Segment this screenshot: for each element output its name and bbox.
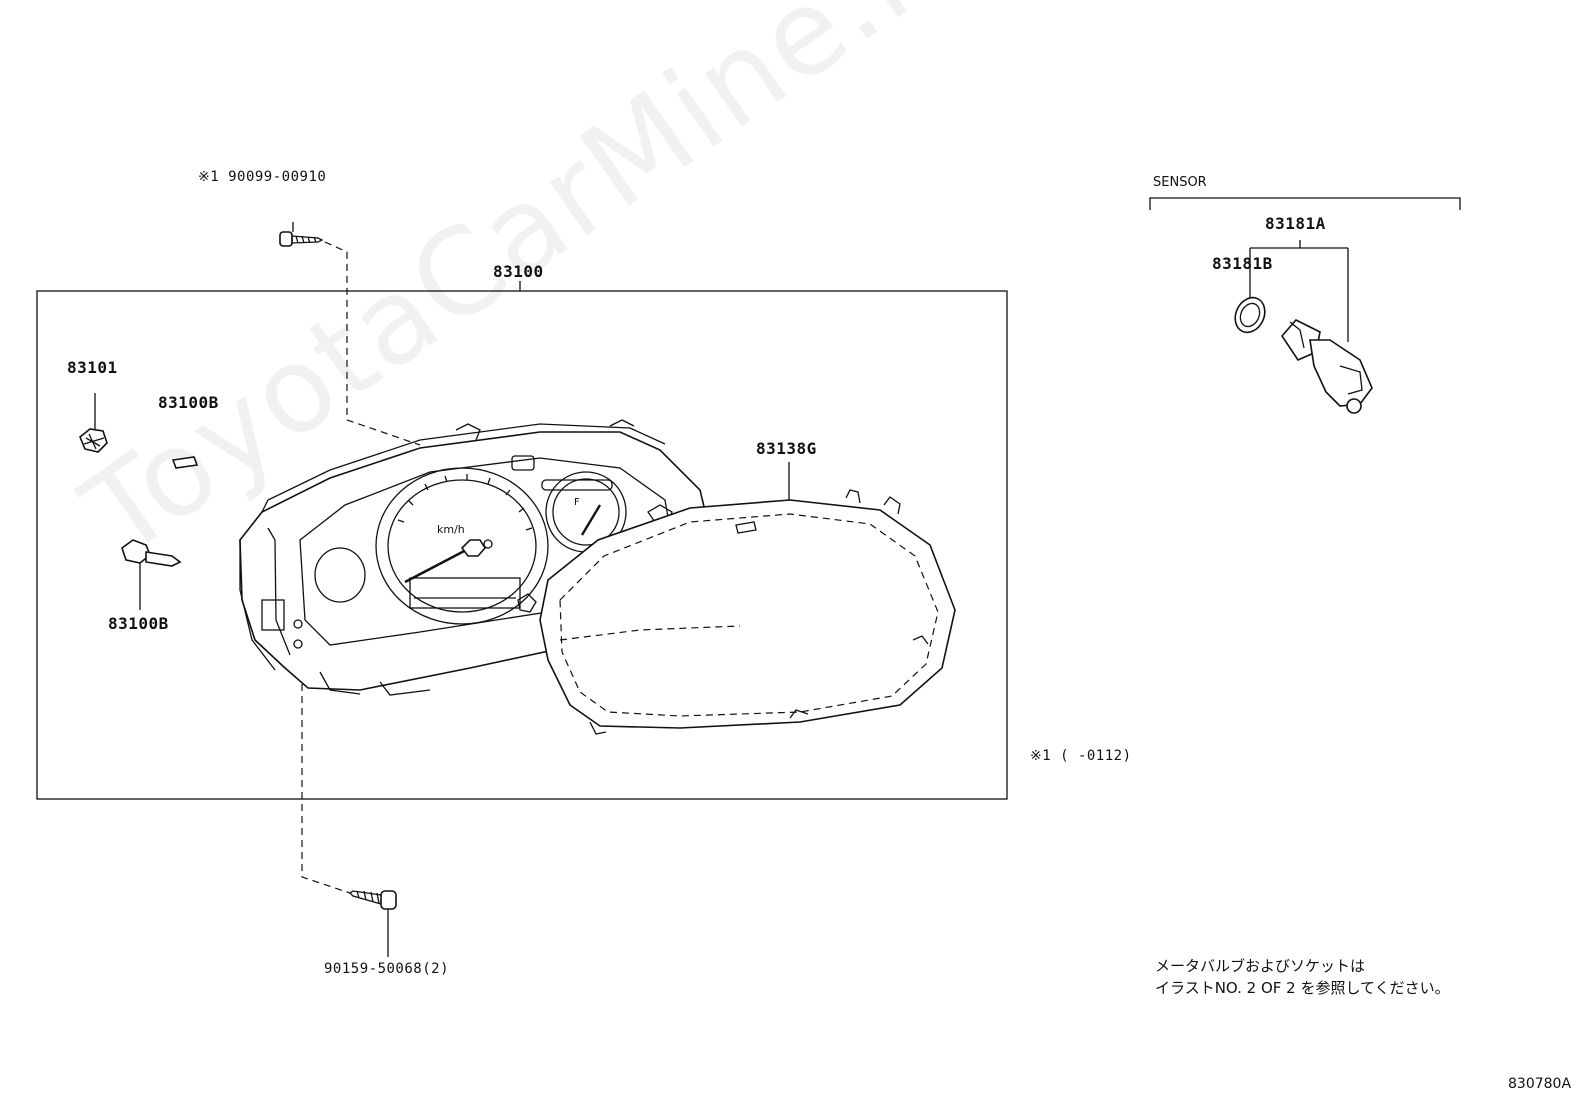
screw-bottom-icon	[348, 890, 397, 910]
label-bolt-top: ※1 90099-00910	[198, 169, 327, 185]
speed-sensor-icon	[1280, 319, 1373, 414]
assembly-frame	[36, 290, 1008, 800]
sensor-bracket	[1149, 197, 1461, 210]
label-meter-assembly: 83100	[493, 262, 544, 281]
bulb-socket-icon	[121, 539, 182, 610]
fuel-full-text: F	[574, 497, 580, 508]
label-screw-bottom: 90159-50068(2)	[324, 961, 450, 977]
bolt-top-icon	[279, 231, 324, 247]
label-bulb-socket: 83100B	[108, 614, 169, 633]
label-clip: 83101	[67, 358, 118, 377]
o-ring-icon	[1234, 296, 1266, 334]
label-o-ring: 83181B	[1212, 254, 1273, 273]
clip-icon	[79, 393, 108, 453]
label-footnote: ※1 ( -0112)	[1030, 748, 1132, 764]
label-sensor: 83181A	[1265, 214, 1326, 233]
illustration-code: 830780A	[1508, 1076, 1572, 1092]
label-sensor-group: SENSOR	[1153, 175, 1207, 190]
note-line-2: イラストNO. 2 OF 2 を参照してください。	[1155, 979, 1450, 997]
glass-cover-icon	[539, 489, 956, 735]
bulb-small-icon	[171, 456, 199, 469]
speed-unit-text: km/h	[437, 523, 465, 536]
label-socket-top: 83100B	[158, 393, 219, 412]
note-line-1: メータバルブおよびソケットは	[1155, 957, 1366, 975]
label-glass: 83138G	[756, 439, 817, 458]
